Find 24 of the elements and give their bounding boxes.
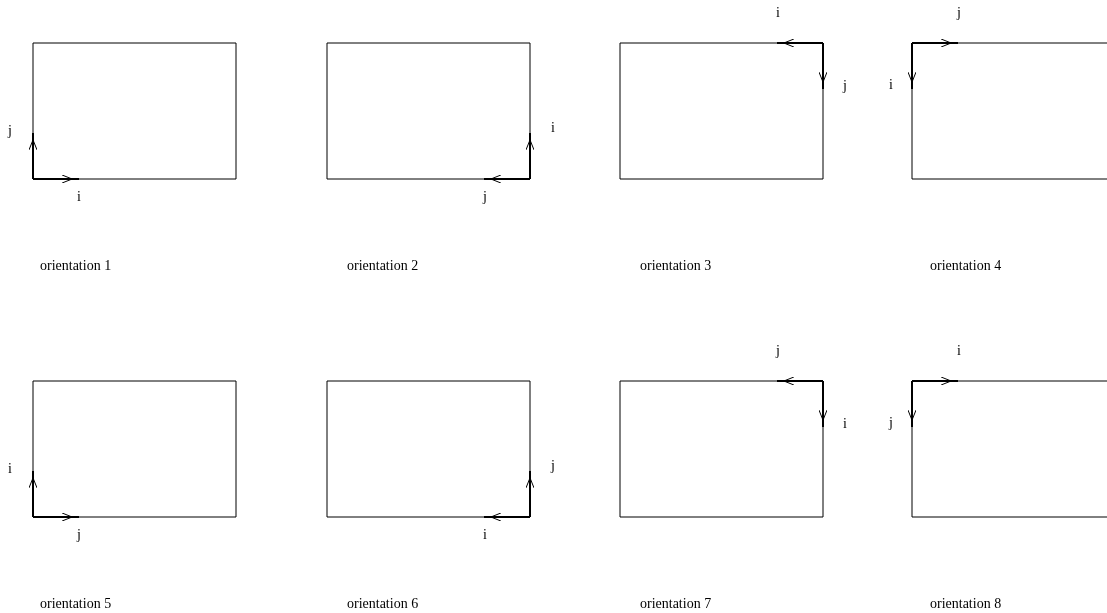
- axis-label: j: [957, 5, 961, 21]
- axis-label: i: [551, 120, 555, 136]
- panel-caption: orientation 8: [930, 596, 1002, 612]
- axis-label: i: [957, 343, 961, 359]
- axis-label: i: [889, 77, 893, 93]
- axis-label: i: [843, 416, 847, 432]
- panel-caption: orientation 3: [640, 258, 712, 274]
- axis-label: j: [551, 458, 555, 474]
- panel-caption: orientation 7: [640, 596, 712, 612]
- axis-label: j: [77, 527, 81, 543]
- panel-caption: orientation 6: [347, 596, 419, 612]
- axis-label: i: [483, 527, 487, 543]
- axis-label: j: [8, 123, 12, 139]
- axis-label: j: [776, 343, 780, 359]
- axis-label: j: [889, 415, 893, 431]
- axis-label: i: [8, 461, 12, 477]
- panel-caption: orientation 5: [40, 596, 112, 612]
- axis-label: j: [483, 189, 487, 205]
- axis-label: j: [843, 78, 847, 94]
- axis-label: i: [77, 189, 81, 205]
- axis-label: i: [776, 5, 780, 21]
- panel-caption: orientation 4: [930, 258, 1002, 274]
- panel-caption: orientation 2: [347, 258, 419, 274]
- panel-caption: orientation 1: [40, 258, 112, 274]
